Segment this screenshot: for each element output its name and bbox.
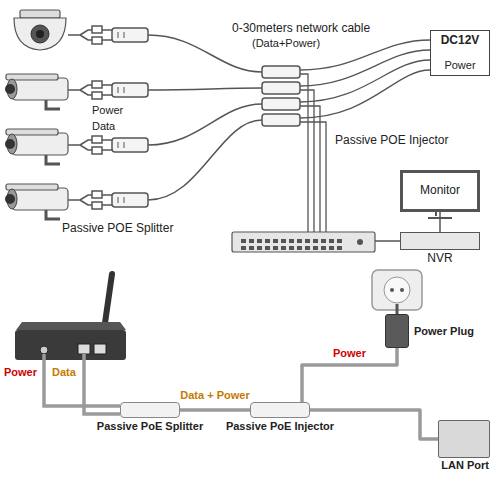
wire-name: Power: [4, 366, 37, 379]
wireless-router: [78, 344, 90, 354]
edge-label: Power: [331, 347, 368, 360]
cable-note: (Data+Power): [252, 37, 320, 50]
network-switch: [240, 236, 344, 250]
data-wire: [300, 74, 308, 232]
part-name: Passive POE Splitter: [62, 222, 173, 236]
bullet-camera: [5, 74, 68, 109]
node-label: LAN Port: [441, 459, 489, 472]
camera-cable: [68, 81, 148, 99]
poe-injector: [262, 66, 300, 78]
network-cable: [148, 88, 262, 90]
poe-injector: [262, 114, 300, 126]
monitor-screen: Monitor: [400, 170, 480, 212]
wall-outlet: [384, 277, 410, 303]
power-supply-box: DC12V Power: [430, 30, 490, 76]
dome-camera: [14, 10, 66, 50]
poe-injector: [262, 66, 300, 126]
node-label: DC12V: [441, 34, 480, 48]
power-plug: Power Plug: [385, 314, 409, 348]
poe-injector: [262, 98, 300, 110]
edge-label: Data + Power: [178, 389, 251, 402]
wall-outlet: [400, 288, 404, 292]
data-wire: [300, 122, 326, 232]
wall-outlet: [390, 288, 394, 292]
cable-length-note: 0-30meters network cable: [232, 22, 370, 36]
data-wire: [300, 106, 320, 232]
wall-outlet: [396, 304, 399, 314]
nvr-device: NVR: [400, 232, 480, 250]
network-switch: [357, 239, 363, 245]
cable-connector: [302, 348, 397, 402]
network-cable: [148, 35, 262, 72]
router-cable: [44, 354, 120, 414]
router-cable: [84, 354, 120, 414]
bullet-camera: [5, 129, 68, 164]
wireless-router: [15, 274, 126, 360]
wireless-router: [104, 274, 112, 330]
cable-connector: [180, 408, 250, 412]
node-label: Monitor: [420, 184, 460, 198]
power-wire: [300, 60, 430, 102]
network-switch: [232, 232, 375, 252]
cable-connector: [439, 212, 441, 232]
wire-name: Power: [92, 104, 123, 117]
camera-cable: [68, 26, 148, 44]
wall-outlet: [372, 270, 422, 314]
camera-cable: [68, 136, 148, 154]
poe-splitter: Passive PoE Splitter: [120, 402, 180, 418]
node-label: Power Plug: [414, 325, 474, 338]
part-name: Passive POE Injector: [335, 134, 448, 148]
node-label: Passive PoE Injector: [226, 420, 334, 433]
bullet-camera: [5, 184, 68, 219]
router-cable: [44, 354, 120, 406]
wire-name: Data: [92, 120, 115, 133]
network-cable: [148, 120, 262, 200]
switch-nvr-cable: [375, 240, 400, 242]
wireless-router: [16, 322, 126, 330]
poe-injector: [262, 82, 300, 94]
wireless-router: [94, 344, 106, 354]
camera-cable: [68, 191, 148, 209]
data-wire: [300, 90, 314, 232]
lan-port-computer: LAN Port: [438, 420, 490, 458]
data-wire: [300, 74, 326, 232]
wire-name: Data: [52, 366, 76, 379]
poe-injector: Passive PoE Injector: [250, 402, 310, 418]
network-switch: [232, 232, 375, 252]
node-label: Passive PoE Splitter: [97, 420, 203, 433]
node-sublabel: Power: [444, 59, 475, 72]
wireless-router: [15, 330, 126, 360]
power-wire: [300, 50, 430, 86]
wireless-router: [40, 346, 48, 354]
node-label: NVR: [427, 252, 452, 266]
network-cable: [148, 35, 262, 200]
